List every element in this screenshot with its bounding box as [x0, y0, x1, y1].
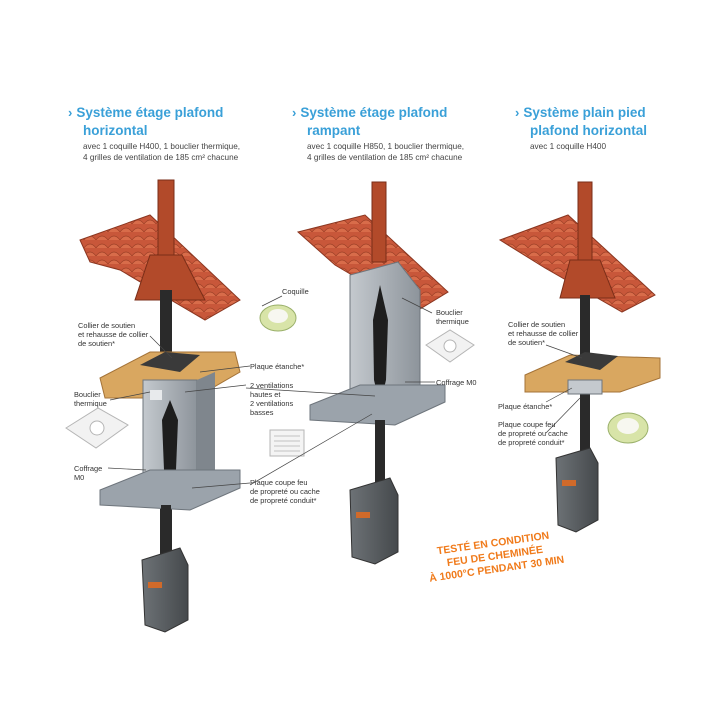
thermal-shield-hole-2 [444, 340, 456, 352]
coquille-image-1-hole [268, 309, 288, 323]
stove-1 [142, 548, 188, 632]
label-collier-right: Collier de soutien et rehausse de collie… [508, 320, 578, 347]
vent-grille-1a [150, 390, 162, 400]
label-plaque-coupe-feu-right: Plaque coupe feu de propreté ou cache de… [498, 420, 568, 447]
chimney-top-pipe-2 [372, 182, 386, 262]
chimney-top-pipe-1 [158, 180, 174, 255]
floor-plate-2 [310, 385, 445, 425]
label-bouclier-right: Bouclier thermique [436, 308, 469, 326]
stove-window-2 [356, 512, 370, 518]
stove-3 [556, 448, 598, 532]
label-collier-left: Collier de soutien et rehausse de collie… [78, 321, 148, 348]
label-plaque-etanche-mid: Plaque étanche* [250, 362, 304, 371]
label-ventilations: 2 ventilations hautes et 2 ventilations … [250, 381, 293, 417]
floor-plate-1 [100, 470, 240, 510]
coquille-image-3-hole [617, 418, 639, 434]
vent-grille-image [270, 430, 304, 456]
system-2-drawing [298, 182, 474, 564]
label-bouclier-left: Bouclier thermique [74, 390, 107, 408]
lower-pipe-1 [161, 505, 171, 555]
stove-window-3 [562, 480, 576, 486]
label-plaque-coupe-feu-mid: Plaque coupe feu de propreté ou cache de… [250, 478, 320, 505]
label-plaque-etanche-right: Plaque étanche* [498, 402, 552, 411]
stove-window-1 [148, 582, 162, 588]
stove-2 [350, 478, 398, 564]
chimney-top-pipe-3 [578, 182, 592, 262]
sealing-plate-3 [568, 380, 602, 394]
thermal-shield-hole-1 [90, 421, 104, 435]
label-coquille: Coquille [282, 287, 309, 296]
label-coffrage-right: Coffrage M0 [436, 378, 477, 387]
label-coffrage-left: Coffrage M0 [74, 464, 102, 482]
